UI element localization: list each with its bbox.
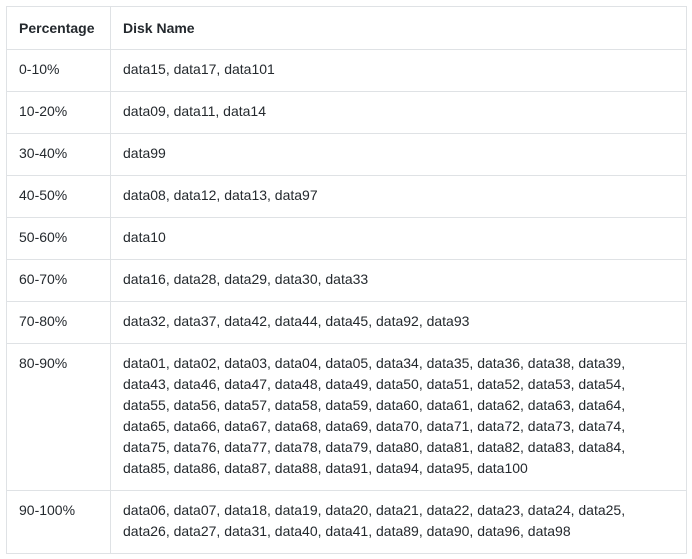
percentage-cell: 40-50% — [6, 175, 111, 218]
table-row: 10-20% data09, data11, data14 — [6, 91, 687, 134]
percentage-cell: 70-80% — [6, 301, 111, 344]
table-row: 40-50% data08, data12, data13, data97 — [6, 175, 687, 218]
disk-names-cell: data06, data07, data18, data19, data20, … — [110, 490, 687, 554]
table-row: 60-70% data16, data28, data29, data30, d… — [6, 259, 687, 302]
disk-names-cell: data10 — [110, 217, 687, 260]
table-row: 50-60% data10 — [6, 217, 687, 260]
disk-names-cell: data16, data28, data29, data30, data33 — [110, 259, 687, 302]
header-percentage: Percentage — [6, 6, 111, 50]
table-row: 70-80% data32, data37, data42, data44, d… — [6, 301, 687, 344]
percentage-cell: 60-70% — [6, 259, 111, 302]
table-row: 30-40% data99 — [6, 133, 687, 176]
disk-names-cell: data01, data02, data03, data04, data05, … — [110, 343, 687, 491]
percentage-cell: 10-20% — [6, 91, 111, 134]
disk-names-cell: data32, data37, data42, data44, data45, … — [110, 301, 687, 344]
disk-usage-table-container: Percentage Disk Name 0-10% data15, data1… — [6, 6, 687, 554]
table-row: 90-100% data06, data07, data18, data19, … — [6, 490, 687, 554]
disk-usage-table: Percentage Disk Name 0-10% data15, data1… — [6, 6, 687, 554]
disk-names-cell: data15, data17, data101 — [110, 49, 687, 92]
percentage-cell: 50-60% — [6, 217, 111, 260]
table-row: 0-10% data15, data17, data101 — [6, 49, 687, 92]
disk-names-cell: data08, data12, data13, data97 — [110, 175, 687, 218]
header-disk-name: Disk Name — [110, 6, 687, 50]
percentage-cell: 80-90% — [6, 343, 111, 491]
table-row: 80-90% data01, data02, data03, data04, d… — [6, 343, 687, 491]
table-header-row: Percentage Disk Name — [6, 6, 687, 50]
disk-names-cell: data09, data11, data14 — [110, 91, 687, 134]
disk-names-cell: data99 — [110, 133, 687, 176]
percentage-cell: 30-40% — [6, 133, 111, 176]
percentage-cell: 90-100% — [6, 490, 111, 554]
percentage-cell: 0-10% — [6, 49, 111, 92]
